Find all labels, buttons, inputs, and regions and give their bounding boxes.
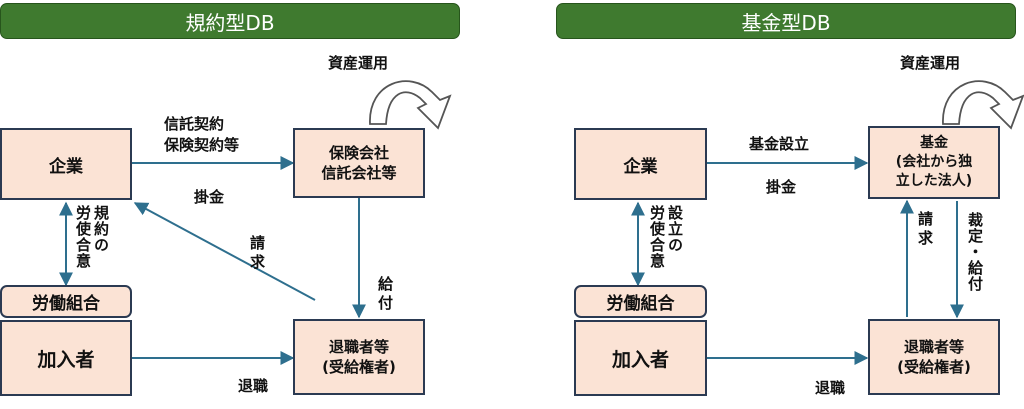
ruling-benefit-label: 裁定・給付 <box>966 212 984 292</box>
retiree-box-right: 退職者等 (受給権者) <box>868 319 1000 395</box>
title-right: 基金型DB <box>556 3 1016 39</box>
insurer-box: 保険会社 信託会社等 <box>293 128 425 198</box>
arrow-retiree-claim-to-company <box>133 202 316 301</box>
retire-label-right: 退職 <box>815 379 846 397</box>
union-box-left: 労働組合 <box>0 285 132 318</box>
company-box-right: 企業 <box>574 128 707 200</box>
title-left: 規約型DB <box>0 3 460 39</box>
premium-label-right: 掛金 <box>766 178 797 196</box>
claim-label-left: 請 求 <box>250 234 266 271</box>
asset-cycle-arrow-left <box>369 80 452 130</box>
member-box-right: 加入者 <box>574 320 707 396</box>
asset-cycle-arrow-right <box>942 80 1024 130</box>
fund-box: 基金 (会社から独 立した法人) <box>868 126 1000 199</box>
retiree-box-left: 退職者等 (受給権者) <box>293 319 425 395</box>
premium-label-left: 掛金 <box>194 188 225 206</box>
asset-management-label-right: 資産運用 <box>900 54 961 72</box>
agreement-label-right: 設立の 労使合意 <box>648 205 684 269</box>
benefit-label-left: 給 付 <box>378 275 394 312</box>
contract-label: 信託契約 保険契約等 <box>164 115 240 154</box>
union-box-right: 労働組合 <box>574 285 707 318</box>
company-box-left: 企業 <box>0 128 132 200</box>
establish-label: 基金設立 <box>749 135 810 153</box>
retire-label-left: 退職 <box>238 377 269 395</box>
claim-label-right: 請 求 <box>918 210 934 247</box>
agreement-label-left: 規約の 労使合意 <box>74 205 110 269</box>
asset-management-label-left: 資産運用 <box>328 54 389 72</box>
member-box-left: 加入者 <box>0 320 132 396</box>
